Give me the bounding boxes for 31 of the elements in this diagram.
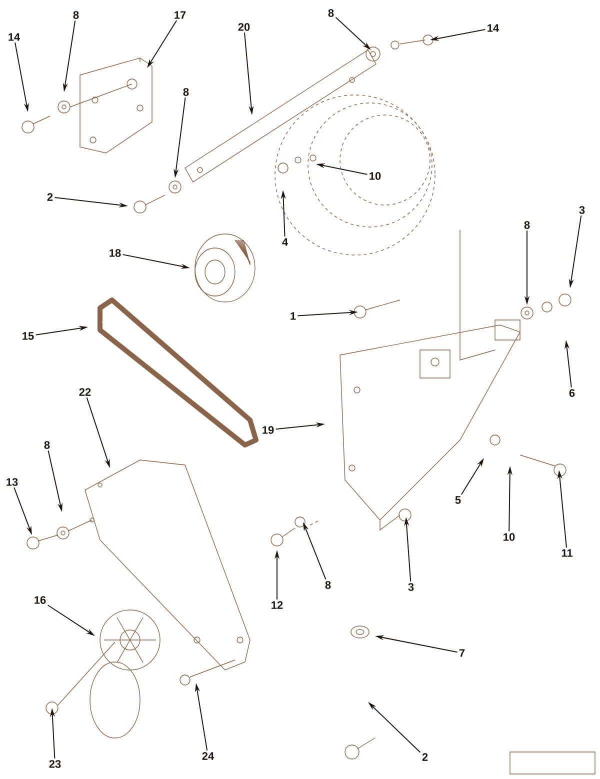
callout-number: 4 [282,238,288,246]
callout-number: 22 [79,388,91,396]
callout-number: 3 [579,206,585,214]
callout-number: 1 [290,312,296,320]
callout-number: 18 [110,249,121,257]
callout-number: 10 [504,533,515,541]
callout-number: 24 [202,752,214,760]
callout-number: 6 [569,389,575,397]
callout-number: 17 [174,11,186,19]
callout-number: 8 [73,11,79,19]
callout-number: 2 [422,753,428,761]
callout-number: 2 [47,193,53,201]
callout-number: 8 [183,88,189,96]
callout-number: 15 [22,332,34,340]
callout-number: 5 [455,496,461,504]
callout-number: 8 [524,221,530,229]
callout-number: 10 [370,172,381,180]
callout-number: 14 [8,33,20,41]
callout-number: 8 [44,441,50,449]
callout-number: 11 [562,549,572,557]
callout-number: 3 [408,583,414,591]
callout-number: 13 [6,478,18,486]
callout-number: 8 [325,581,331,589]
callout-number: 20 [238,23,250,31]
callout-number: 14 [488,24,500,32]
callout-number: 23 [49,760,61,768]
callout-number: 7 [459,649,465,657]
callout-number: 16 [34,596,46,604]
callout-number: 19 [262,426,274,434]
callout-number: 8 [328,9,334,17]
callout-number: 12 [272,601,283,609]
